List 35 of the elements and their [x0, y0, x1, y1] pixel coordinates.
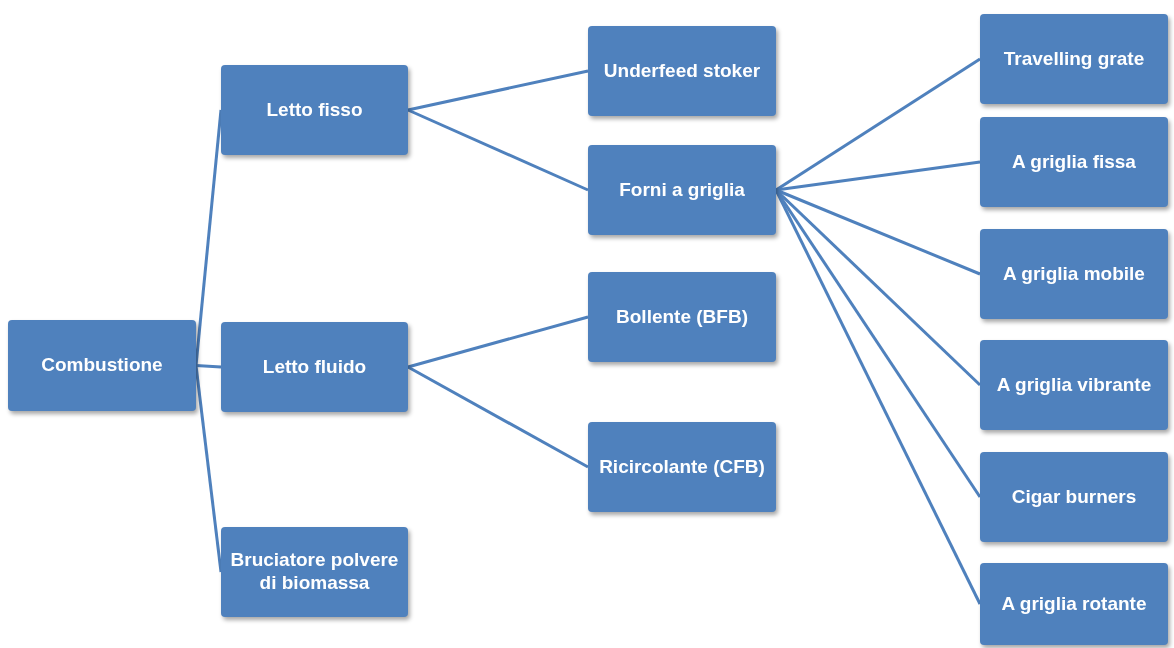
category-box	[221, 527, 408, 617]
connector-line	[194, 365, 223, 573]
category-box	[588, 272, 776, 362]
box-label: A griglia mobile	[1003, 262, 1145, 286]
category-box	[588, 26, 776, 116]
category-box	[8, 320, 196, 411]
box-label: Combustione	[41, 354, 163, 377]
category-box	[588, 145, 776, 235]
box-label: Letto fisso	[266, 98, 363, 122]
connector-line	[407, 365, 589, 469]
category-box	[980, 340, 1168, 430]
category-box	[980, 117, 1168, 207]
connector-line	[407, 315, 589, 369]
category-box	[221, 322, 408, 412]
box-label: Bruciatore polvere di biomassa	[229, 549, 400, 595]
box-label: Cigar burners	[1011, 485, 1137, 509]
box-label: A griglia vibrante	[996, 373, 1152, 397]
category-box	[588, 422, 776, 512]
category-box	[980, 14, 1168, 104]
category-box	[980, 563, 1168, 645]
category-box	[980, 229, 1168, 319]
box-label: Ricircolante (CFB)	[599, 455, 765, 479]
category-box	[980, 452, 1168, 542]
connector-line	[194, 109, 223, 366]
box-label: Bollente (BFB)	[616, 305, 748, 329]
box-label: A griglia rotante	[1001, 592, 1147, 616]
box-label: Underfeed stoker	[603, 59, 761, 83]
box-label: Letto fluido	[262, 355, 367, 379]
connector-line	[195, 364, 222, 369]
box-label: Forni a griglia	[619, 178, 745, 202]
connector-line	[407, 69, 589, 112]
category-box	[221, 65, 408, 155]
connector-line	[407, 108, 589, 192]
box-label: A griglia fissa	[1012, 150, 1136, 174]
box-label: Travelling grate	[1003, 47, 1145, 71]
